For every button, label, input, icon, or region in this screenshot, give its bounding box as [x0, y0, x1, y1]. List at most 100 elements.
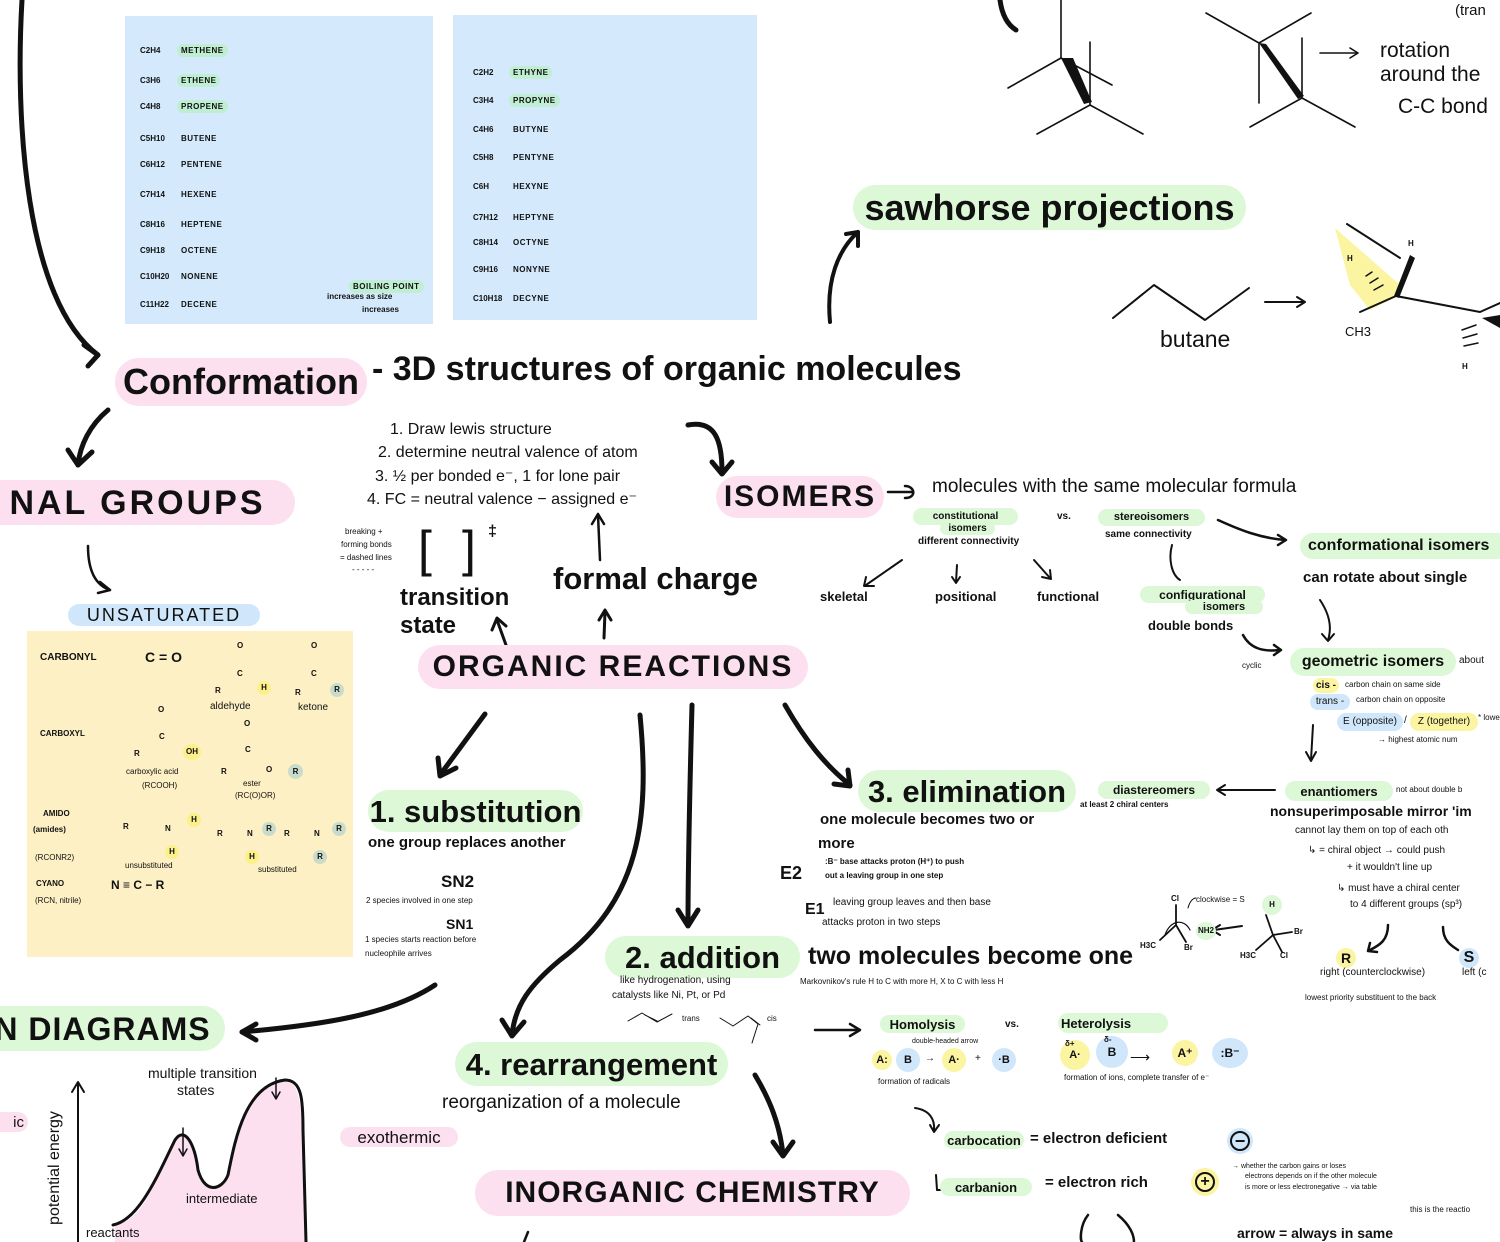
radical-a: A· — [942, 1048, 966, 1072]
atom-o: O — [244, 719, 251, 728]
intermediate-label: intermediate — [186, 1191, 258, 1206]
diastereomers-label: diastereomers — [1098, 781, 1210, 799]
conformation-heading: Conformation — [115, 358, 367, 406]
atom-r-highlight: R — [288, 764, 303, 779]
energy-diagram-curve — [111, 1078, 308, 1242]
ch3-label: CH3 — [1345, 324, 1372, 339]
unsaturated-label: UNSATURATED — [68, 604, 260, 626]
reaction-note: this is the reactio — [1410, 1205, 1471, 1214]
carbanion-label: carbanion — [940, 1178, 1032, 1196]
rearrangement-heading: 4. rearrangement — [455, 1042, 728, 1086]
e1-description-2: attacks proton in two steps — [822, 917, 941, 928]
carbonyl-label: CARBONYL — [40, 652, 97, 663]
clockwise-note: clockwise = S — [1196, 895, 1245, 904]
amides-label: (amides) — [33, 825, 66, 834]
e-z-slash: / — [1404, 715, 1407, 726]
atom-r: R — [221, 767, 227, 776]
atom-nh2-highlight: NH2 — [1196, 922, 1216, 940]
e2-label: E2 — [780, 863, 803, 883]
cyano-label: CYANO — [36, 879, 65, 888]
multiple-transition-states: multiple transition — [148, 1065, 257, 1081]
trans-isomer-label: trans — [682, 1014, 700, 1023]
atom-o: O — [311, 641, 318, 650]
about-label: about — [1459, 655, 1485, 666]
stereoisomers-label: stereoisomers — [1098, 509, 1205, 526]
elimination-heading: 3. elimination — [858, 770, 1076, 812]
sawhorse-projections-heading: sawhorse projections — [853, 185, 1246, 230]
isomers-heading: ISOMERS — [716, 476, 884, 518]
atom-r: R — [295, 688, 301, 697]
homolysis-a: A: — [872, 1050, 892, 1070]
z-together-label: Z (together) — [1410, 713, 1478, 731]
alkyne-name: DECYNE — [513, 294, 550, 303]
alkyne-name: HEPTYNE — [513, 213, 555, 222]
transition-state-heading-2: state — [400, 612, 457, 639]
boiling-point-note: increases as size — [327, 292, 393, 301]
carbonyl-formula: C = O — [145, 649, 182, 665]
alkene-name: DECENE — [181, 300, 218, 309]
positional-label: positional — [935, 589, 997, 604]
atom-r-highlight: R — [332, 822, 346, 836]
formal-charge-heading: formal charge — [553, 561, 759, 596]
energy-diagrams-heading: N DIAGRAMS — [0, 1006, 225, 1051]
nonsuperimposable-text: nonsuperimposable mirror 'im — [1270, 803, 1472, 819]
alkene-name: NONENE — [181, 272, 219, 281]
inorganic-chemistry-heading: INORGANIC CHEMISTRY — [475, 1170, 910, 1216]
alkyne-formula: C3H4 — [473, 96, 494, 105]
transition-note: breaking + — [345, 527, 383, 536]
transition-note-3: = dashed lines — [340, 553, 392, 562]
transition-state-heading: transition — [400, 584, 510, 611]
carbocation-label: carbocation — [944, 1131, 1024, 1149]
electronegativity-note-2: electrons depends on if the other molecu… — [1245, 1173, 1377, 1180]
butane-label: butane — [1160, 326, 1231, 352]
sn1-label: SN1 — [446, 916, 474, 932]
aldehyde-label: aldehyde — [210, 701, 251, 712]
alkyne-name: PROPYNE — [509, 94, 560, 107]
anion-b: :B⁻ — [1212, 1038, 1248, 1068]
double-dagger: ‡ — [488, 523, 497, 540]
nitrile-label: (RCN, nitrile) — [35, 896, 82, 905]
amido-label: AMIDO — [43, 809, 70, 818]
negative-charge-icon: − — [1227, 1128, 1253, 1154]
rconr2-label: (RCONR2) — [35, 853, 75, 862]
dashed-lines-sample: - - - - - — [352, 565, 375, 574]
alkyne-formula: C6H — [473, 182, 490, 191]
alkene-formula: C7H14 — [140, 190, 165, 199]
atom-h-highlight: H — [257, 681, 271, 695]
same-connectivity: same connectivity — [1105, 529, 1192, 540]
markovnikov-rule: Markovnikov's rule H to C with more H, X… — [800, 977, 1004, 986]
functional-label: functional — [1037, 589, 1100, 604]
heterolysis-a: A· — [1060, 1040, 1090, 1070]
sn1-description: 1 species starts reaction before — [365, 935, 477, 944]
alkyne-name: OCTYNE — [513, 238, 550, 247]
energy-diagram-curve-fill — [115, 1080, 305, 1242]
atom-h-highlight: H — [187, 813, 201, 827]
formal-charge-step: 4. FC = neutral valence − assigned e⁻ — [367, 491, 637, 508]
newman-projection-drawing — [1007, 0, 1359, 135]
r-configuration-badge: R — [1336, 948, 1356, 968]
heterolysis-b: B — [1096, 1036, 1128, 1068]
alkyne-formula: C8H14 — [473, 238, 498, 247]
functional-groups-sheet — [27, 631, 353, 957]
alkene-name: BUTENE — [181, 134, 217, 143]
organic-reactions-heading: ORGANIC REACTIONS — [418, 645, 808, 689]
vs-label: vs. — [1057, 511, 1071, 522]
multiple-transition-states-2: states — [177, 1082, 215, 1098]
rotation-text-2: around the — [1380, 63, 1481, 86]
alkyne-formula: C7H12 — [473, 213, 498, 222]
atom-r: R — [217, 829, 223, 838]
atom-r: R — [284, 829, 290, 838]
different-connectivity: different connectivity — [918, 536, 1020, 547]
alkene-formula: C5H10 — [140, 134, 165, 143]
rearrangement-description: reorganization of a molecule — [442, 1092, 681, 1113]
double-headed-arrow-note: double-headed arrow — [912, 1038, 979, 1045]
alkyne-name: BUTYNE — [513, 125, 549, 134]
rotation-text-3: C-C bond — [1398, 95, 1488, 118]
cannot-lay-text: cannot lay them on top of each oth — [1295, 825, 1449, 836]
reactants-label: reactants — [86, 1225, 140, 1240]
enantiomers-label: enantiomers — [1285, 781, 1393, 801]
atom-h-highlight: H — [1262, 895, 1282, 915]
delta-plus: δ+ — [1065, 1039, 1075, 1048]
chiral-centers-note: at least 2 chiral centers — [1080, 800, 1169, 809]
must-have-chiral-center: ↳ must have a chiral center — [1337, 883, 1460, 894]
